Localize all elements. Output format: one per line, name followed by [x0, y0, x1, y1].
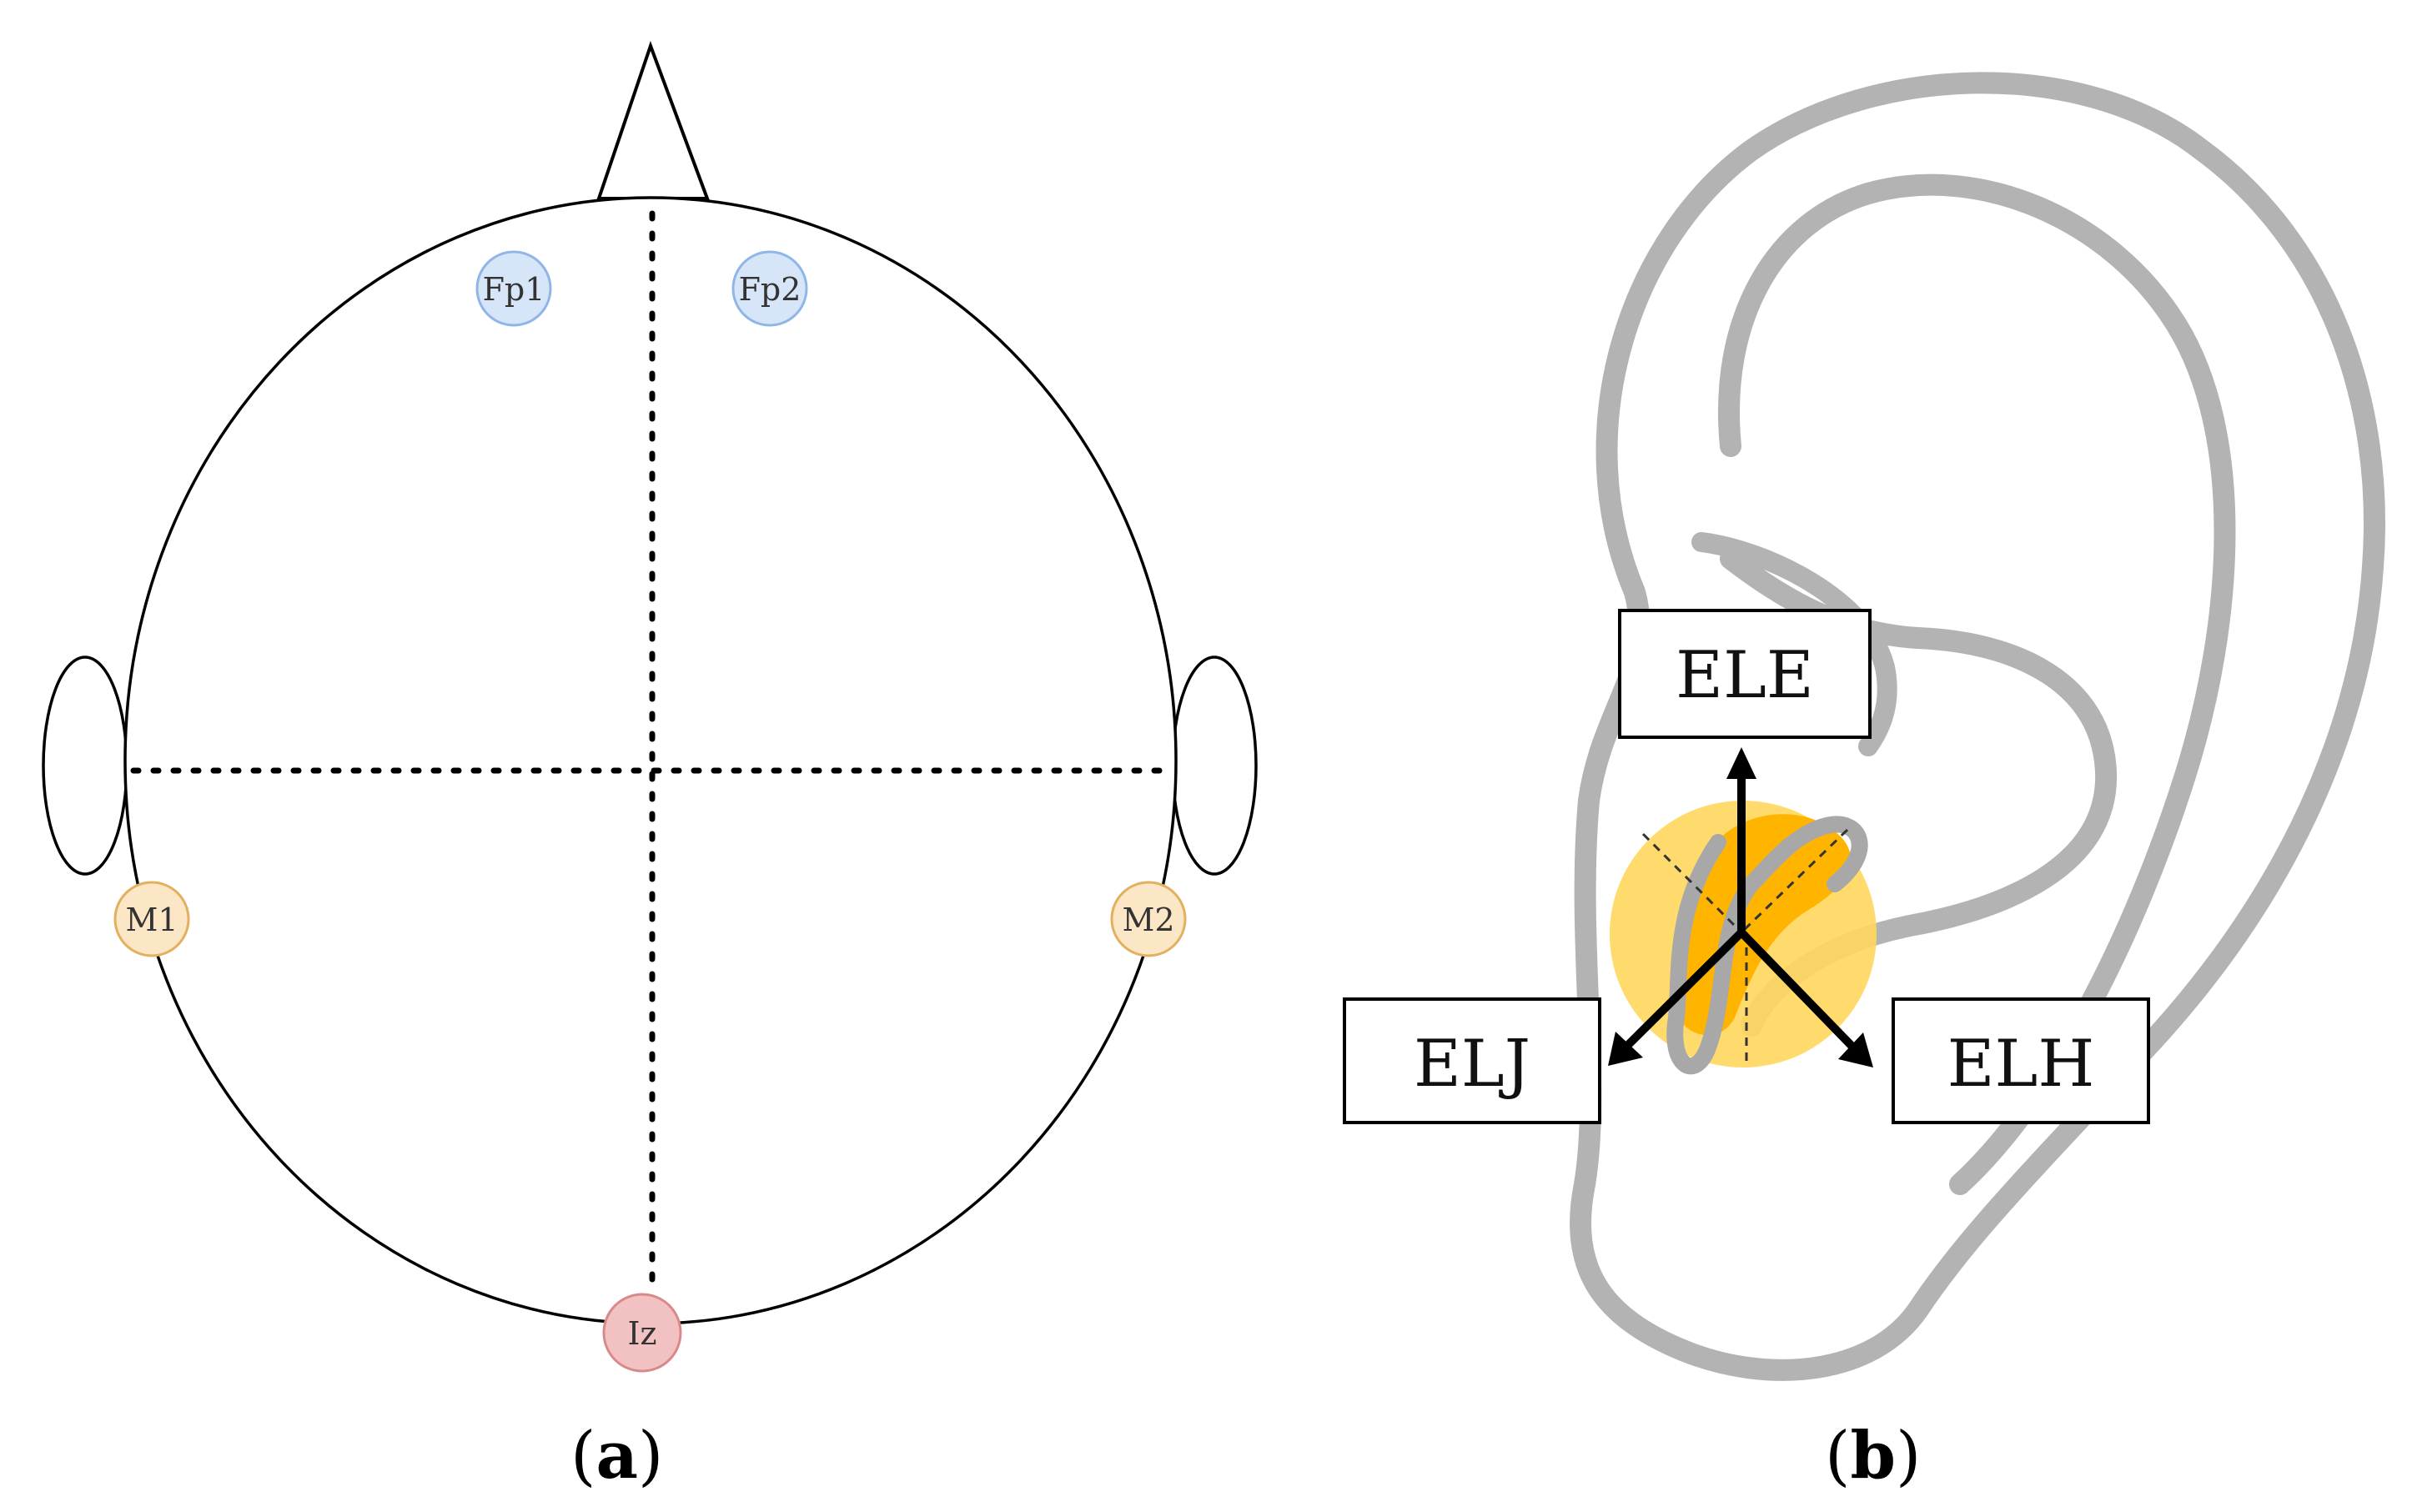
- elj-label: ELJ: [1414, 1027, 1530, 1102]
- electrode-m2-label: M2: [1122, 902, 1174, 938]
- panel-b-label-close: ): [1895, 1419, 1922, 1494]
- arrow-elj: [1623, 929, 1745, 1050]
- electrode-iz: Iz: [602, 1293, 682, 1373]
- arrow-elh: [1738, 929, 1857, 1051]
- panel-a-label-open: (: [570, 1419, 596, 1494]
- electrode-fp2: Fp2: [731, 250, 808, 327]
- left-ear: [42, 656, 128, 876]
- elh-label: ELH: [1947, 1027, 2095, 1102]
- guide-line-left: [1641, 832, 1743, 934]
- elj-box: ELJ: [1343, 997, 1601, 1124]
- electrode-iz-label: Iz: [627, 1315, 656, 1352]
- panel-a-label-letter: a: [595, 1418, 638, 1494]
- electrode-fp1-label: Fp1: [483, 271, 545, 308]
- panel-b-label: (b): [1825, 1418, 1921, 1494]
- ear-concha-outline: [1666, 816, 1868, 1075]
- head-map: Fp1 Fp2 M1 M2 Iz: [42, 41, 1258, 1373]
- electrode-m1-label: M1: [125, 902, 178, 938]
- ear-inner-helix: [1717, 173, 2236, 1195]
- ear-diagram: ELE ELJ ELH: [1343, 72, 2385, 1381]
- panel-b-label-letter: b: [1850, 1418, 1896, 1494]
- elh-box: ELH: [1892, 997, 2150, 1124]
- electrode-fp2-label: Fp2: [739, 271, 801, 308]
- electrode-m2: M2: [1110, 881, 1187, 957]
- arrow-elh-head: [1838, 1032, 1873, 1067]
- electrode-fp1: Fp1: [475, 250, 552, 327]
- ear-crus: [1691, 532, 1897, 756]
- panel-b-label-open: (: [1825, 1419, 1851, 1494]
- panel-a-label-close: ): [637, 1419, 664, 1494]
- electrode-m1: M1: [113, 881, 190, 957]
- ele-label: ELE: [1676, 638, 1814, 713]
- ele-box: ELE: [1618, 609, 1872, 739]
- nose-triangle: [596, 41, 710, 200]
- panel-a-label: (a): [570, 1418, 663, 1494]
- guide-line-right: [1740, 828, 1849, 934]
- arrow-ele-head: [1726, 747, 1756, 779]
- right-ear: [1171, 656, 1258, 876]
- arrow-elj-head: [1608, 1032, 1643, 1066]
